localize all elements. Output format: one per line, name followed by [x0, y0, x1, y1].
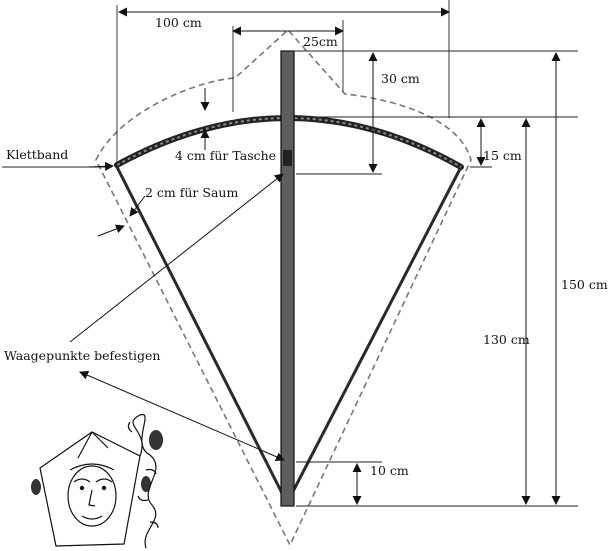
label-total-height: 150 cm — [561, 277, 608, 292]
label-pocket-width: 25cm — [303, 34, 338, 49]
arrow-velcro — [87, 161, 114, 171]
arrow-bridle-upper — [69, 173, 284, 343]
label-arc-height: 15 cm — [483, 148, 522, 163]
spar-fitting — [283, 150, 292, 166]
cut-outline — [95, 28, 472, 547]
arrow-hem-outer — [97, 224, 125, 237]
label-spar-upper: 30 cm — [381, 71, 420, 86]
arrow-hem-inner — [129, 195, 146, 217]
label-velcro: Klettband — [6, 147, 68, 162]
label-pocket: 4 cm für Tasche — [175, 148, 276, 163]
arrow-bridle-lower — [79, 371, 285, 461]
vertical-spar — [280, 50, 295, 507]
sail-left-edge — [115, 165, 289, 505]
label-width-top: 100 cm — [155, 15, 202, 30]
label-bridle: Waagepunkte befestigen — [4, 348, 160, 363]
sail-right-edge — [285, 165, 463, 505]
label-bottom-offset: 10 cm — [370, 463, 409, 478]
label-hem: 2 cm für Saum — [145, 185, 238, 200]
kite-face-sketch-icon — [31, 414, 163, 549]
label-lower-height: 130 cm — [483, 332, 530, 347]
